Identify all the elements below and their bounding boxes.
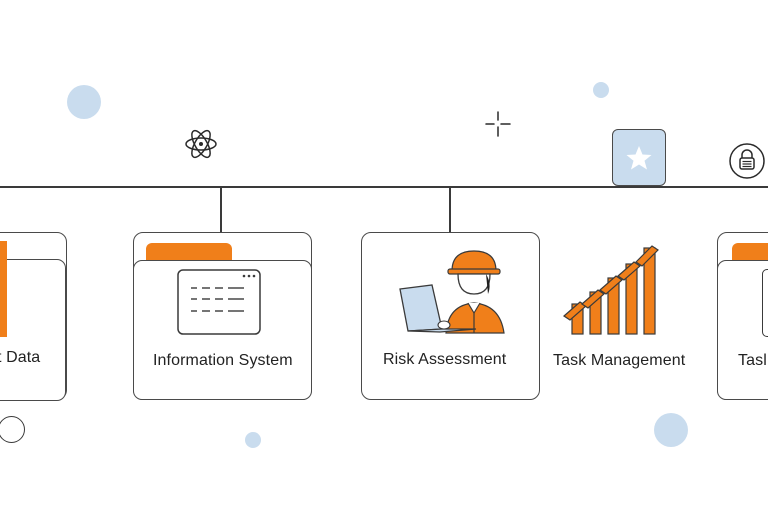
folder-tab — [146, 243, 232, 263]
card-risk-assessment[interactable]: Risk Assessment — [361, 232, 540, 400]
bar-growth-icon — [563, 245, 659, 335]
card-task[interactable]: Tasl — [717, 232, 768, 400]
card-data[interactable]: t Data — [0, 232, 67, 401]
folder-tab — [0, 241, 7, 337]
lock-icon — [729, 143, 765, 179]
folder-back — [0, 259, 66, 401]
atom-icon — [185, 129, 217, 159]
card-label: t Data — [0, 349, 41, 366]
connector-branch — [220, 187, 222, 232]
decor-dot — [593, 82, 609, 98]
worker-laptop-icon — [399, 250, 505, 334]
folder-tab — [732, 243, 768, 263]
folder-body — [717, 260, 768, 400]
connector-branch — [449, 187, 451, 232]
decor-dot — [245, 432, 261, 448]
document-window-edge — [762, 269, 768, 337]
card-label: Information System — [153, 352, 293, 369]
card-information-system[interactable]: Information System — [133, 232, 312, 400]
connector-line — [0, 186, 768, 188]
star-badge — [612, 129, 666, 186]
document-window-icon — [177, 269, 261, 335]
star-icon — [626, 146, 652, 170]
sparkle-plus-icon — [485, 111, 511, 137]
card-label: Risk Assessment — [383, 351, 507, 368]
ring-icon — [0, 416, 25, 443]
decor-dot — [67, 85, 101, 119]
card-label: Tasl — [738, 352, 767, 369]
decor-dot — [654, 413, 688, 447]
task-management-label: Task Management — [553, 352, 686, 369]
